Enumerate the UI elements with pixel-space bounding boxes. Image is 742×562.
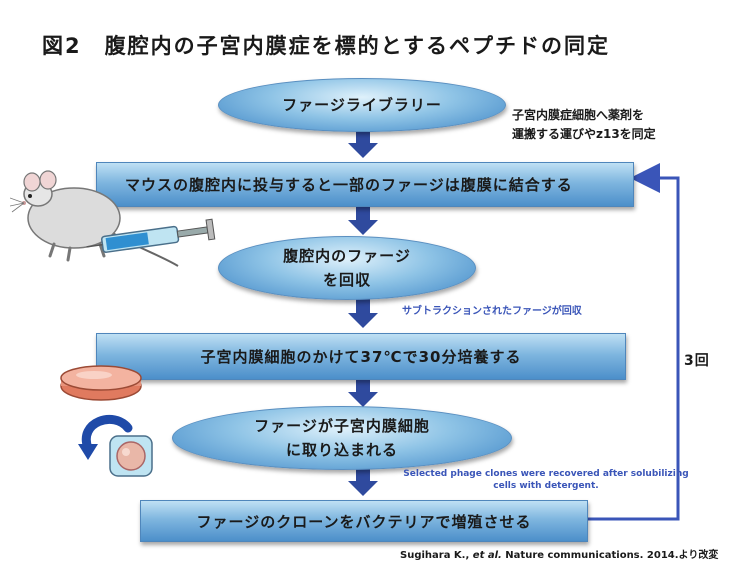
petri-dish-icon (60, 365, 142, 401)
cell-uptake-icon (78, 414, 153, 477)
citation-etal: et al. (472, 550, 502, 561)
subtraction-note: サブトラクションされたファージが回収 (402, 306, 582, 317)
down-arrow-2 (348, 206, 378, 235)
citation: Sugihara K., et al. Nature communication… (400, 546, 718, 561)
loop-count-label: 3回 (684, 353, 710, 369)
down-arrow-4 (348, 375, 378, 407)
incubate-step: 子宮内膜細胞のかけて37℃で30分培養する (96, 333, 626, 380)
inject-step: マウスの腹腔内に投与すると一部のファージは腹膜に結合する (96, 162, 634, 207)
uptake-node: ファージが子宮内膜細胞 に取り込まれる (172, 406, 512, 470)
down-arrow-1 (348, 128, 378, 158)
loop-line (586, 163, 680, 521)
diagram-title: 図2 腹腔内の子宮内膜症を標的とするペプチドの同定 (42, 34, 610, 58)
citation-authors: Sugihara K., (400, 550, 470, 561)
down-arrow-3 (348, 296, 378, 328)
selected-clones-note: Selected phage clones were recovered aft… (403, 469, 689, 492)
citation-source: Nature communications. 2014.より改変 (505, 550, 719, 561)
recover-node: 腹腔内のファージ を回収 (218, 236, 476, 300)
amplify-step: ファージのクローンをバクテリアで増殖させる (140, 500, 588, 542)
mouse-syringe-icon (10, 170, 216, 267)
phage-library-node: ファージライブラリー (218, 78, 506, 132)
down-arrow-5 (348, 466, 378, 496)
identify-note: 子宮内膜症細胞へ薬剤を 運搬する運びやz13を同定 (512, 108, 656, 142)
